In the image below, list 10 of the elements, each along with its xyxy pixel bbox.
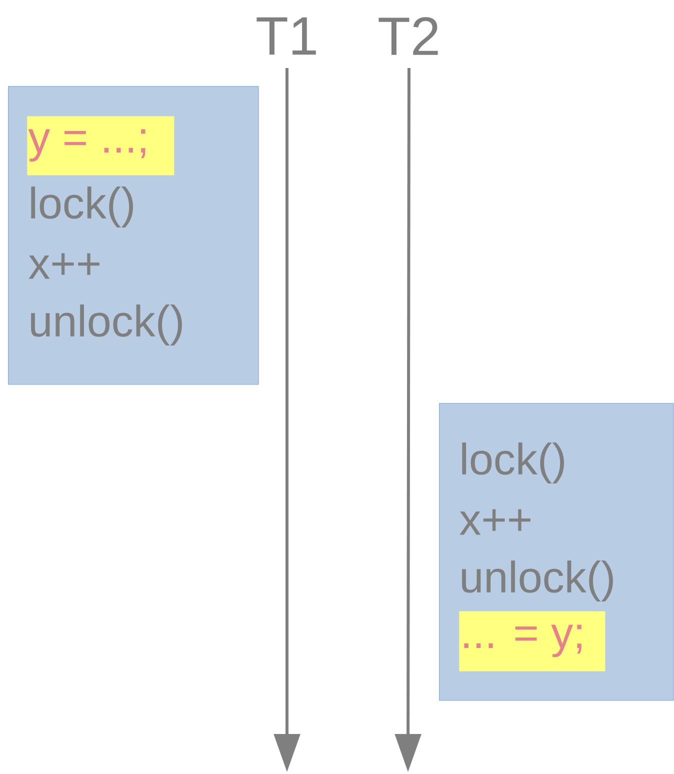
code-line: unlock() [462, 560, 613, 602]
code-line: x++ [460, 509, 530, 535]
code-line: lock() [31, 186, 133, 228]
highlighted-code: y = ...; [27, 116, 174, 176]
thread-label: T2 [378, 17, 438, 55]
highlighted-code: ... = y; [459, 611, 606, 672]
code-line: x++ [28, 253, 100, 279]
code-line: lock() [462, 442, 564, 484]
thread-label: T1 [256, 17, 316, 55]
code-line: unlock() [31, 304, 182, 346]
